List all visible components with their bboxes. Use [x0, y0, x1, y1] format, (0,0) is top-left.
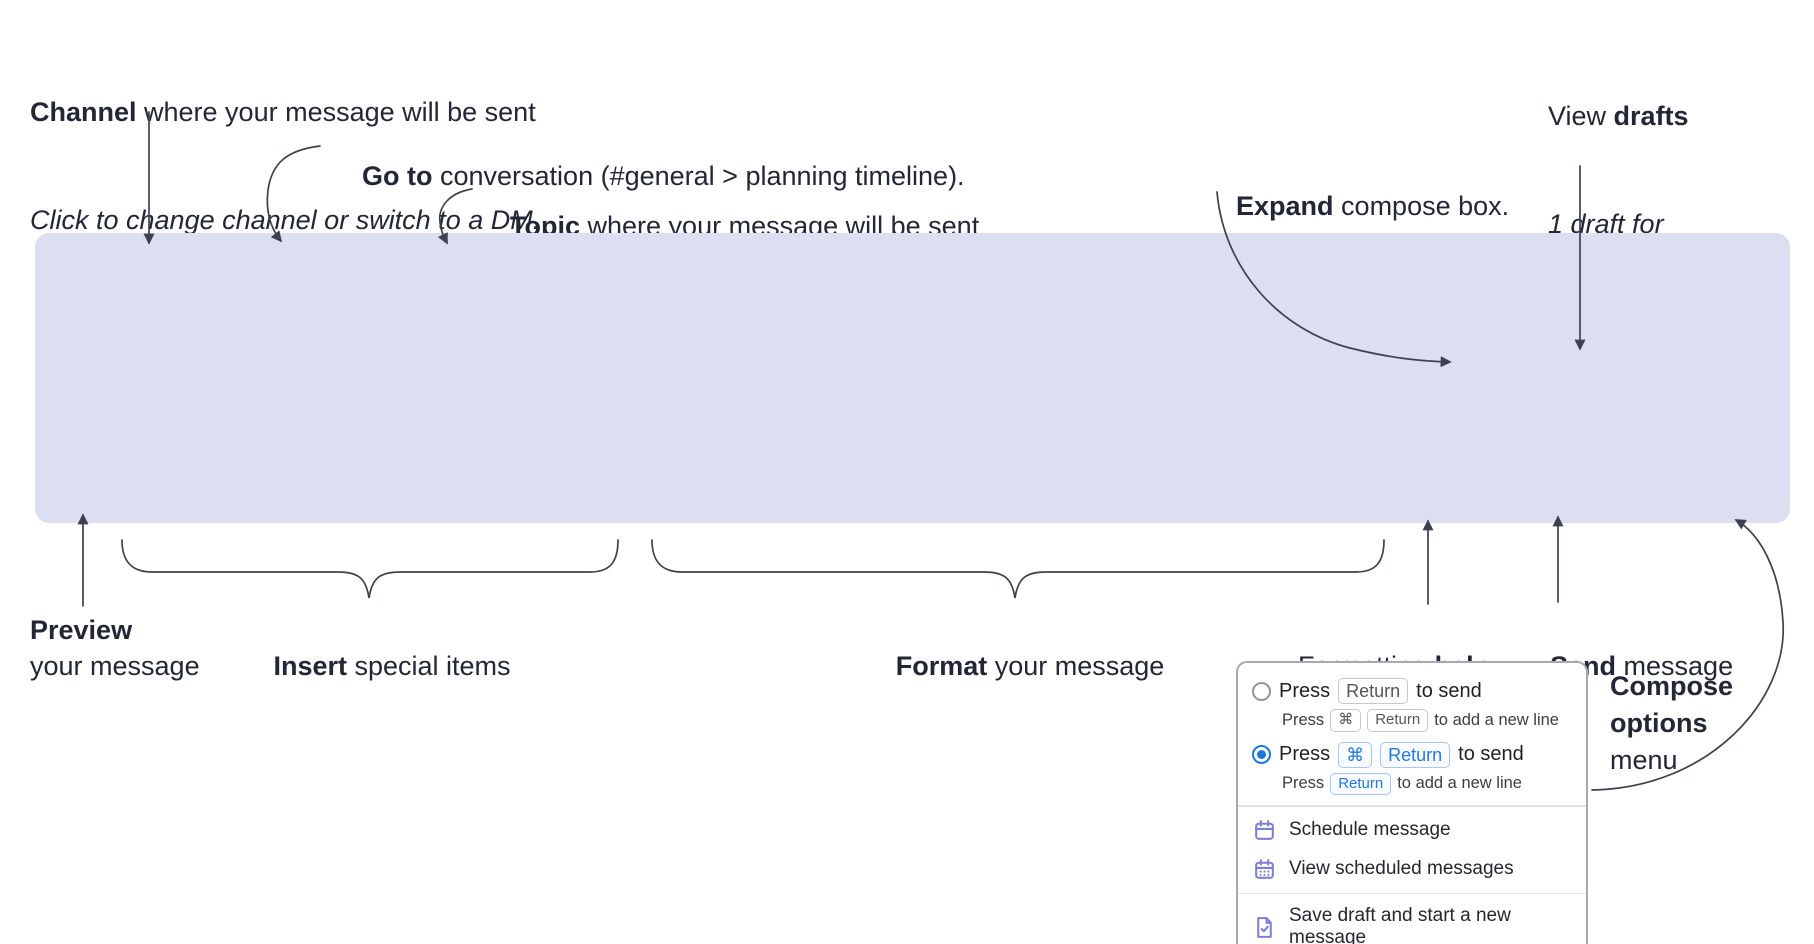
annotation-preview: Preview your message — [30, 615, 200, 681]
annotation-compose-options: Compose options menu — [1610, 671, 1734, 775]
annotation-format: Format your message — [895, 651, 1165, 681]
menu-item-view-scheduled[interactable]: View scheduled messages — [1252, 850, 1570, 889]
send-option-cmd-return[interactable]: Press ⌘ Return to send — [1252, 741, 1570, 768]
annotation-channel: Channel where your message will be sent … — [30, 97, 541, 235]
menu-item-save-draft[interactable]: Save draft and start a new message — [1252, 898, 1570, 944]
radio-selected-icon[interactable] — [1252, 745, 1271, 765]
send-option-cmd-return-sub: Press Return to add a new line — [1282, 772, 1570, 796]
keycap-return: Return — [1380, 741, 1451, 768]
save-draft-icon — [1252, 915, 1277, 940]
calendar-icon — [1252, 818, 1277, 843]
brace-insert — [121, 539, 619, 599]
menu-item-schedule-message[interactable]: Schedule message — [1252, 811, 1570, 850]
annotation-insert: Insert special items — [273, 651, 511, 681]
annotation-goto: Go to conversation (#general > planning … — [362, 161, 965, 191]
keycap-return: Return — [1338, 678, 1409, 705]
menu-divider — [1238, 892, 1586, 895]
radio-unselected-icon[interactable] — [1252, 681, 1271, 701]
menu-divider — [1238, 805, 1586, 807]
keycap-cmd: ⌘ — [1338, 741, 1373, 768]
send-option-return[interactable]: Press Return to send — [1252, 678, 1570, 705]
compose-options-menu: Press Return to send Press ⌘ Return to a… — [1236, 661, 1588, 944]
compose-panel — [35, 233, 1790, 523]
send-option-return-sub: Press ⌘ Return to add a new line — [1282, 709, 1570, 732]
keycap-return: Return — [1330, 772, 1392, 796]
calendar-grid-icon — [1252, 857, 1277, 882]
brace-format — [651, 539, 1385, 599]
keycap-return: Return — [1367, 709, 1429, 732]
keycap-cmd: ⌘ — [1330, 709, 1362, 732]
